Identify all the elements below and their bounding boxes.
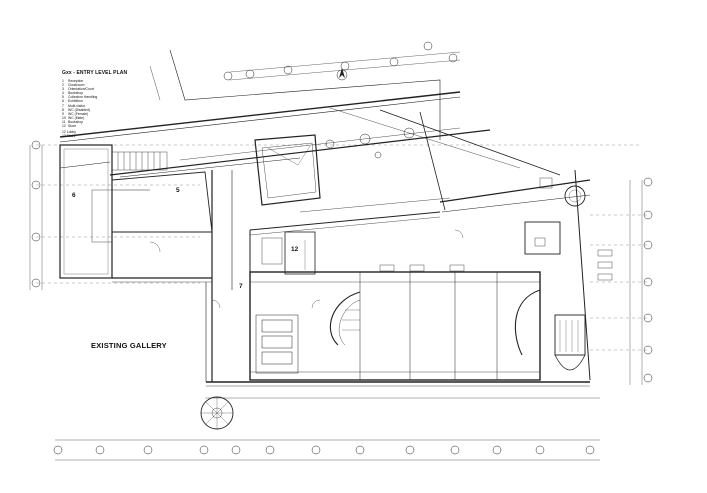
context-building-outline: [149, 49, 441, 140]
legend-extra-item: 12 Lobby: [62, 130, 76, 135]
room-number-12: 12: [291, 246, 299, 253]
stair-bank-top-left: [111, 151, 168, 171]
grid-lines: [36, 144, 648, 351]
gallery-spine-walls: [205, 170, 251, 382]
slanted-gallery-walls: [249, 107, 591, 236]
courtyard-void: [254, 134, 321, 206]
room-number-7: 7: [239, 283, 243, 290]
room-12-stair: [261, 231, 316, 275]
room-number-5: 5: [176, 187, 180, 194]
legend-extra-list: 12 Lobby 13 Stairs: [62, 130, 152, 138]
spiral-stair: [200, 396, 234, 430]
main-hall-walls: [249, 271, 541, 381]
room-6-walls: [59, 144, 150, 279]
existing-gallery-label: EXISTING GALLERY: [91, 341, 167, 350]
right-stair-cores: [524, 169, 591, 381]
right-curved-wall: [514, 289, 541, 356]
legend-extra-item: 13 Stairs: [62, 134, 76, 139]
south-wall: [206, 381, 590, 387]
curved-stair-wall: [329, 291, 361, 346]
drawing-annotations: [379, 177, 613, 281]
north-arrow-icon: [336, 68, 348, 81]
door-swings: [149, 229, 464, 309]
plan-title: Gxx - ENTRY LEVEL PLAN: [62, 70, 128, 76]
toilet-block: [255, 314, 299, 374]
grid-bubbles-top: [223, 41, 458, 81]
grid-bubbles-bottom: [53, 445, 595, 455]
dimension-lines: [29, 51, 643, 461]
grid-bubbles-left: [31, 140, 41, 288]
room-number-6: 6: [72, 192, 76, 199]
rooflight-circles: [325, 127, 415, 159]
room-5-walls: [111, 171, 213, 283]
grid-bubbles-right: [643, 177, 653, 383]
